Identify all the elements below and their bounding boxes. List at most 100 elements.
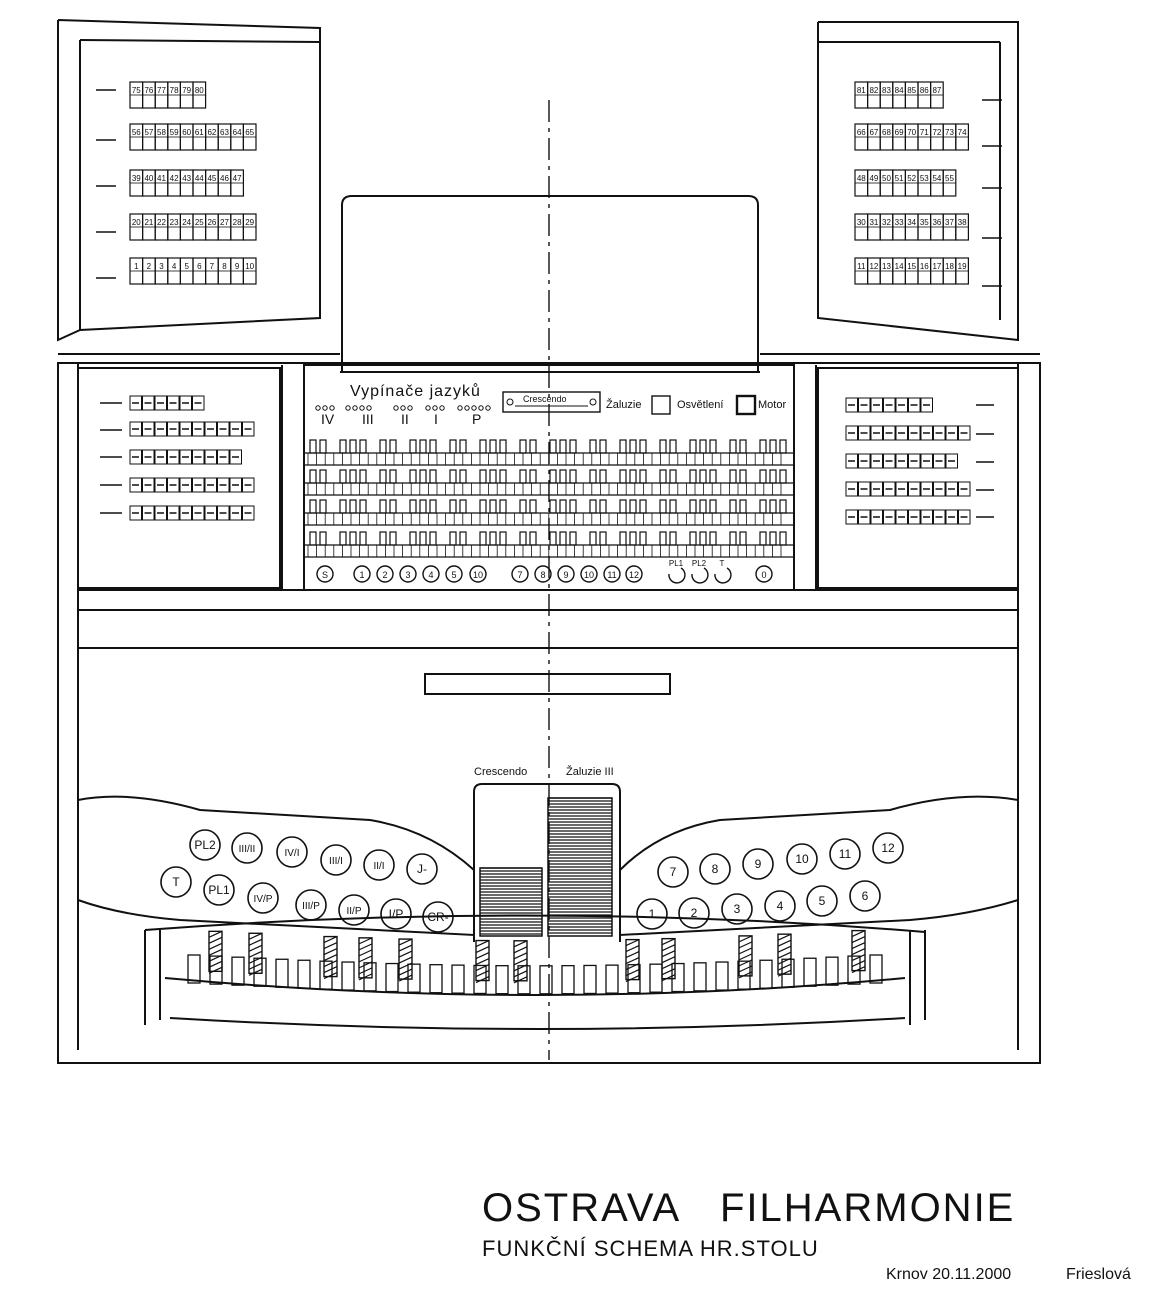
manual-black-key[interactable] — [519, 469, 527, 484]
pedal-natural-key[interactable] — [407, 963, 421, 993]
left-lower-stop-tab[interactable] — [129, 395, 142, 411]
manual-black-key[interactable] — [709, 439, 717, 454]
manual-black-key[interactable] — [529, 499, 537, 514]
manual-black-key[interactable] — [659, 469, 667, 484]
pedal-natural-key[interactable] — [429, 964, 443, 994]
manual-black-key[interactable] — [519, 439, 527, 454]
right-lower-stop-tab[interactable] — [920, 481, 933, 497]
manual-black-key[interactable] — [629, 531, 637, 546]
manual-black-key[interactable] — [759, 439, 767, 454]
manual-black-key[interactable] — [409, 531, 417, 546]
right-lower-stop-tab[interactable] — [870, 453, 883, 469]
pedal-natural-key[interactable] — [451, 964, 465, 994]
left-lower-stop-tab[interactable] — [204, 421, 217, 437]
manual-black-key[interactable] — [759, 499, 767, 514]
manual-black-key[interactable] — [339, 469, 347, 484]
pedal-natural-key[interactable] — [539, 965, 553, 995]
pedal-natural-key[interactable] — [869, 954, 883, 984]
manual-black-key[interactable] — [409, 439, 417, 454]
manual-black-key[interactable] — [359, 439, 367, 454]
right-top-toe-piston[interactable] — [699, 853, 731, 885]
manual-black-key[interactable] — [379, 439, 387, 454]
manual-black-key[interactable] — [429, 439, 437, 454]
manual-black-key[interactable] — [309, 531, 317, 546]
manual-black-key[interactable] — [389, 531, 397, 546]
manual-black-key[interactable] — [619, 499, 627, 514]
left-lower-stop-tab[interactable] — [129, 477, 142, 493]
right-top-toe-piston[interactable] — [742, 848, 774, 880]
manual-black-key[interactable] — [599, 439, 607, 454]
right-lower-stop-tab[interactable] — [858, 509, 871, 525]
pedal-natural-key[interactable] — [561, 965, 575, 995]
left-bottom-toe-piston[interactable] — [203, 874, 235, 906]
manual-black-key[interactable] — [779, 439, 787, 454]
manual-black-key[interactable] — [499, 469, 507, 484]
left-lower-stop-tab[interactable] — [192, 505, 205, 521]
pedal-sharp-key[interactable] — [738, 935, 753, 977]
right-lower-stop-tab[interactable] — [908, 481, 921, 497]
manual-black-key[interactable] — [589, 531, 597, 546]
right-lower-stop-tab[interactable] — [945, 509, 958, 525]
manual-black-key[interactable] — [729, 439, 737, 454]
right-lower-stop-tab[interactable] — [945, 481, 958, 497]
manual-black-key[interactable] — [559, 469, 567, 484]
right-bottom-toe-piston[interactable] — [806, 885, 838, 917]
manual-black-key[interactable] — [489, 469, 497, 484]
right-lower-stop-tab[interactable] — [958, 509, 971, 525]
left-lower-stop-tab[interactable] — [167, 505, 180, 521]
manual-black-key[interactable] — [779, 469, 787, 484]
manual-black-key[interactable] — [519, 531, 527, 546]
left-top-toe-piston[interactable] — [189, 829, 221, 861]
general-piston-pl2[interactable] — [691, 567, 709, 584]
right-lower-stop-tab[interactable] — [883, 509, 896, 525]
manual-black-key[interactable] — [499, 499, 507, 514]
manual-black-key[interactable] — [569, 469, 577, 484]
manual-black-key[interactable] — [349, 499, 357, 514]
left-lower-stop-tab[interactable] — [217, 449, 230, 465]
right-lower-stop-tab[interactable] — [895, 425, 908, 441]
left-lower-stop-tab[interactable] — [154, 477, 167, 493]
right-bottom-toe-piston[interactable] — [721, 893, 753, 925]
thumb-piston[interactable] — [625, 565, 643, 583]
left-lower-stop-tab[interactable] — [229, 505, 242, 521]
manual-black-key[interactable] — [529, 439, 537, 454]
left-lower-stop-tab[interactable] — [142, 421, 155, 437]
right-lower-stop-tab[interactable] — [933, 509, 946, 525]
manual-black-key[interactable] — [559, 531, 567, 546]
manual-black-key[interactable] — [389, 499, 397, 514]
left-lower-stop-tab[interactable] — [142, 449, 155, 465]
manual-black-key[interactable] — [429, 531, 437, 546]
manual-black-key[interactable] — [619, 439, 627, 454]
manual-black-key[interactable] — [729, 531, 737, 546]
right-lower-stop-tab[interactable] — [920, 397, 933, 413]
manual-black-key[interactable] — [449, 499, 457, 514]
manual-black-key[interactable] — [419, 469, 427, 484]
manual-black-key[interactable] — [699, 531, 707, 546]
manual-black-key[interactable] — [389, 439, 397, 454]
left-lower-stop-tab[interactable] — [204, 477, 217, 493]
right-lower-stop-tab[interactable] — [845, 453, 858, 469]
right-lower-stop-tab[interactable] — [858, 397, 871, 413]
manual-black-key[interactable] — [529, 469, 537, 484]
right-top-toe-piston[interactable] — [829, 838, 861, 870]
left-bottom-toe-piston[interactable] — [160, 866, 192, 898]
manual-black-key[interactable] — [359, 469, 367, 484]
manual-black-key[interactable] — [489, 439, 497, 454]
manual-black-key[interactable] — [379, 531, 387, 546]
right-lower-stop-tab[interactable] — [895, 481, 908, 497]
left-top-toe-piston[interactable] — [276, 836, 308, 868]
manual-black-key[interactable] — [769, 469, 777, 484]
thumb-piston[interactable] — [603, 565, 621, 583]
left-bottom-toe-piston[interactable] — [338, 894, 370, 926]
manual-black-key[interactable] — [319, 531, 327, 546]
manual-black-key[interactable] — [409, 469, 417, 484]
manual-black-key[interactable] — [729, 469, 737, 484]
manual-black-key[interactable] — [759, 531, 767, 546]
left-lower-stop-tab[interactable] — [154, 421, 167, 437]
left-lower-stop-tab[interactable] — [217, 505, 230, 521]
manual-black-key[interactable] — [709, 499, 717, 514]
right-lower-stop-tab[interactable] — [958, 425, 971, 441]
pedal-sharp-key[interactable] — [777, 933, 792, 975]
right-lower-stop-tab[interactable] — [933, 453, 946, 469]
right-lower-stop-tab[interactable] — [870, 481, 883, 497]
